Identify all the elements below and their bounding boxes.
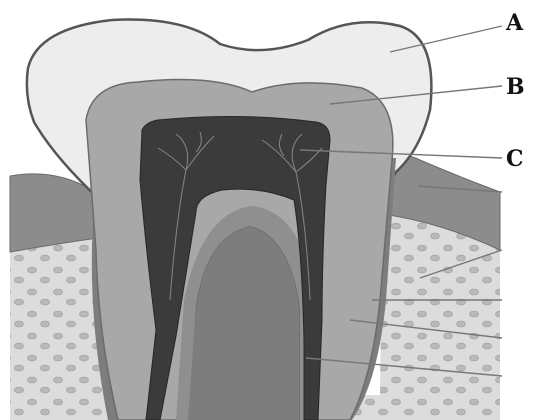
- label-c: C: [506, 146, 524, 172]
- label-a: A: [505, 10, 524, 36]
- label-b: B: [506, 74, 525, 100]
